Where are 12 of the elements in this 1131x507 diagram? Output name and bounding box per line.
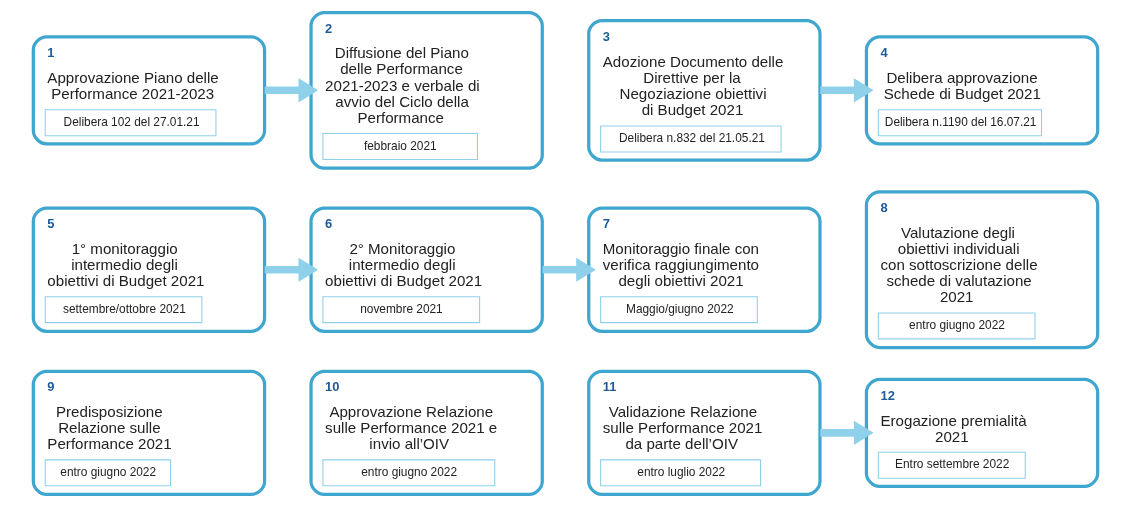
node-box: 5 1° monitoraggio intermedio degli obiettivi di Budget 2021 settembre/ottobre 2021: [31, 206, 267, 333]
node-box: 9 Predisposizione Relazione sulle Performance 2021 entro giugno 2022: [31, 369, 267, 497]
node-box: 4 Delibera approvazione Schede di Budget 2021 Delibera n.1190 del 16.07.21: [864, 35, 1100, 146]
node-box: 7 Monitoraggio finale con verifica raggiungimento degli obiettivi 2021 Maggio/giugno 2022: [587, 206, 822, 333]
node-box: 8 Valutazione degli obiettivi individuali con sottoscrizione delle schede di valutazione 2021 entro giugno 2022: [864, 190, 1100, 350]
node-box: 3 Adozione Documento delle Direttive per la Negoziazione obiettivi di Budget 2021 Delibera n.832 del 21.05.21: [587, 19, 822, 162]
node-box: 12 Erogazione premialità 2021 Entro settembre 2022: [864, 377, 1100, 488]
node-box: 2 Diffusione del Piano delle Performance 2021-2023 e verbale di avvio del Ciclo della Performance febbraio 2021: [309, 10, 544, 170]
node-box: 1 Approvazione Piano delle Performance 2021-2023 Delibera 102 del 27.01.21: [31, 35, 267, 146]
node-box: 11 Validazione Relazione sulle Performance 2021 da parte dell’OIV entro luglio 2022: [587, 369, 822, 497]
node-box: 10 Approvazione Relazione sulle Performance 2021 e invio all’OIV entro giugno 2022: [309, 369, 544, 497]
node-box: 6 2° Monitoraggio intermedio degli obiettivi di Budget 2021 novembre 2021: [309, 206, 544, 333]
